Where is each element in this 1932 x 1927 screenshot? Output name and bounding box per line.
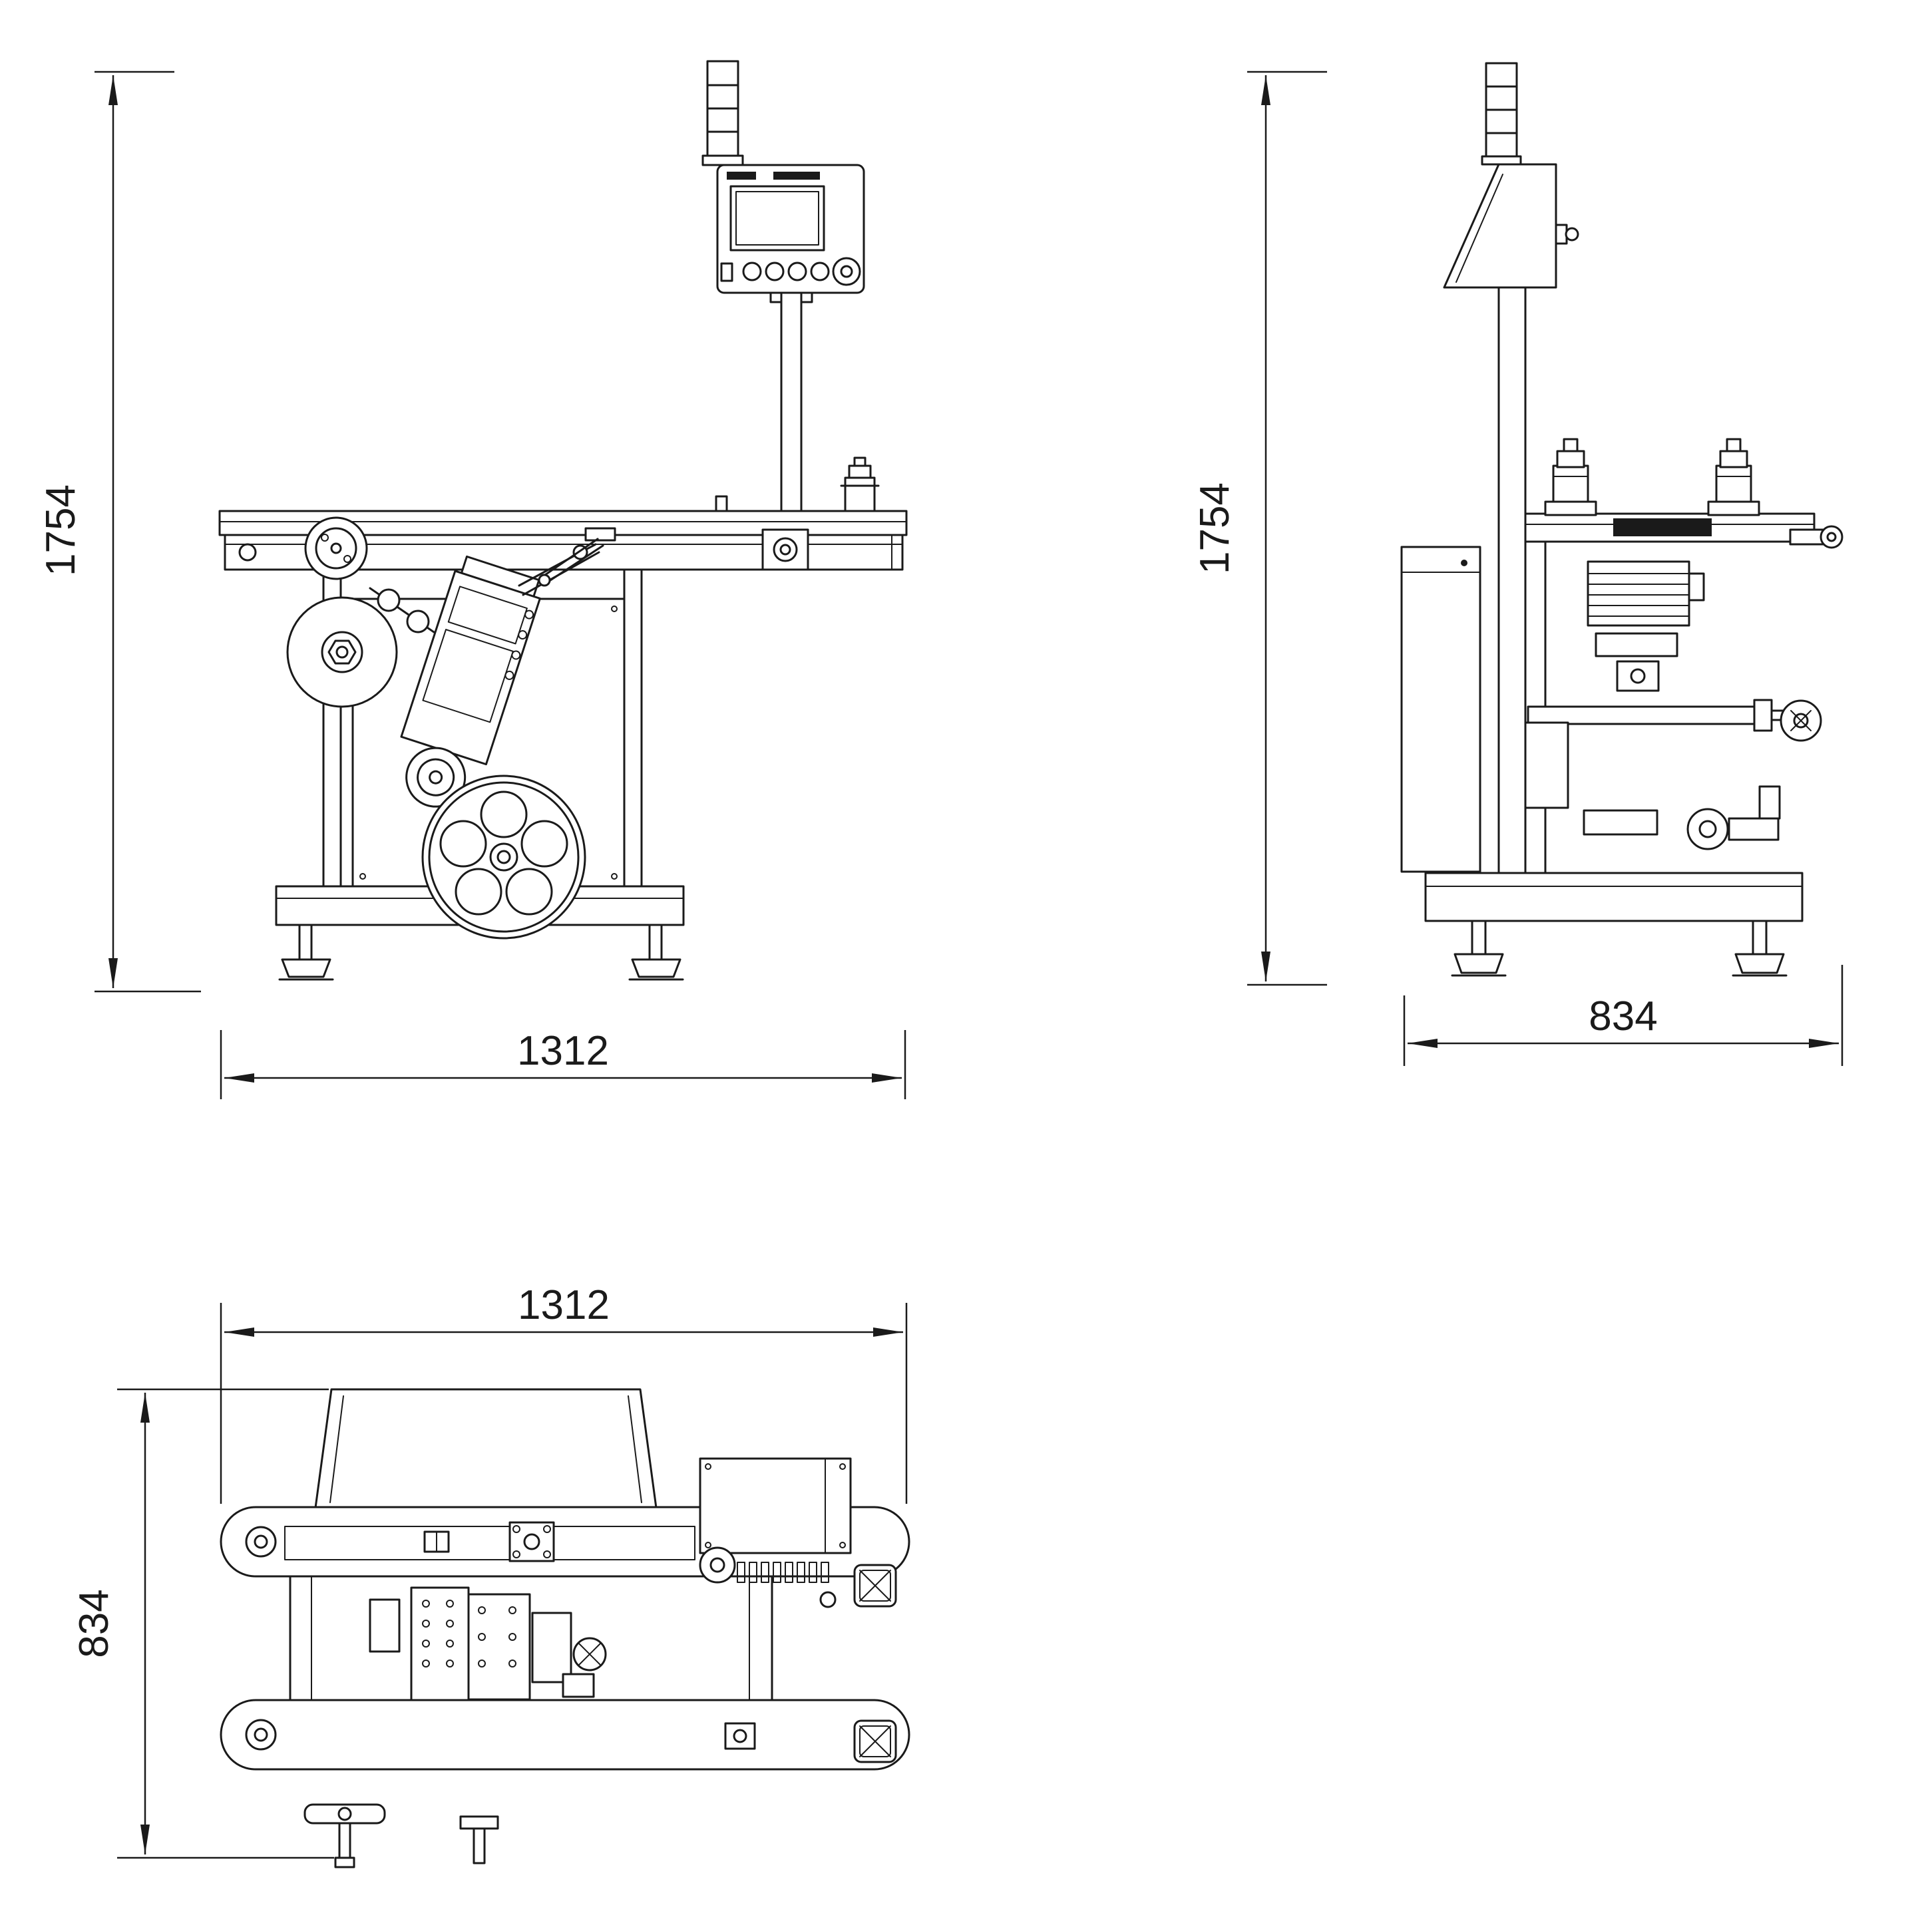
side-depth-dimension: 834 [1403, 965, 1843, 1066]
front-width-label: 1312 [517, 1028, 609, 1074]
top-crank-handle [303, 1803, 386, 1868]
side-height-label: 1754 [1192, 482, 1238, 574]
side-depth-label: 834 [1589, 993, 1657, 1039]
signal-beacon [701, 60, 744, 166]
top-mid-frame [289, 1575, 773, 1701]
side-display-housing [1443, 163, 1579, 289]
side-hand-crank [1789, 525, 1843, 549]
side-cross-beam [1524, 512, 1816, 543]
table-cylinder [840, 456, 880, 512]
side-base [1424, 872, 1804, 922]
top-width-label: 1312 [518, 1282, 610, 1328]
top-mount-lower [853, 1719, 897, 1763]
top-width-dimension: 1312 [220, 1282, 908, 1504]
leveling-feet [278, 924, 684, 981]
top-view: 1312 834 [71, 1282, 910, 1868]
side-bracket [1524, 721, 1569, 809]
side-roller-block [1587, 560, 1705, 692]
top-applicator-cluster [369, 1586, 607, 1703]
unwind-reel [286, 596, 398, 708]
top-depth-label: 834 [71, 1589, 117, 1658]
side-height-dimension: 1754 [1192, 71, 1327, 986]
rail-motor [761, 528, 809, 571]
side-leveling-feet [1451, 920, 1788, 977]
front-view: 1754 1312 [38, 60, 908, 1099]
sensor-arm [538, 527, 616, 587]
table-nozzle [715, 495, 728, 512]
rewind-reel [421, 775, 586, 940]
web-guide-rollers [369, 587, 435, 633]
side-lower-rollers [1583, 785, 1781, 850]
side-view: 1754 834 [1192, 62, 1843, 1066]
front-width-dimension: 1312 [220, 1028, 906, 1099]
label-applicator [400, 555, 541, 808]
front-height-label: 1754 [38, 484, 84, 576]
top-guide-roller [304, 516, 368, 580]
top-motor-box [699, 1457, 852, 1608]
top-lower-rail [220, 1699, 910, 1771]
control-display [716, 164, 865, 294]
side-pole [1497, 286, 1527, 874]
side-signal-beacon [1481, 62, 1522, 166]
side-adjust-shaft [1527, 699, 1822, 742]
top-depth-dimension: 834 [71, 1388, 334, 1859]
top-pin-handle [459, 1815, 499, 1864]
top-mount-upper [853, 1564, 897, 1608]
display-pole [769, 291, 813, 514]
top-backplate [314, 1388, 658, 1509]
side-cabinet [1400, 546, 1481, 873]
side-cylinder-right [1707, 438, 1760, 516]
front-height-dimension: 1754 [38, 71, 201, 993]
side-cylinder-left [1544, 438, 1597, 516]
